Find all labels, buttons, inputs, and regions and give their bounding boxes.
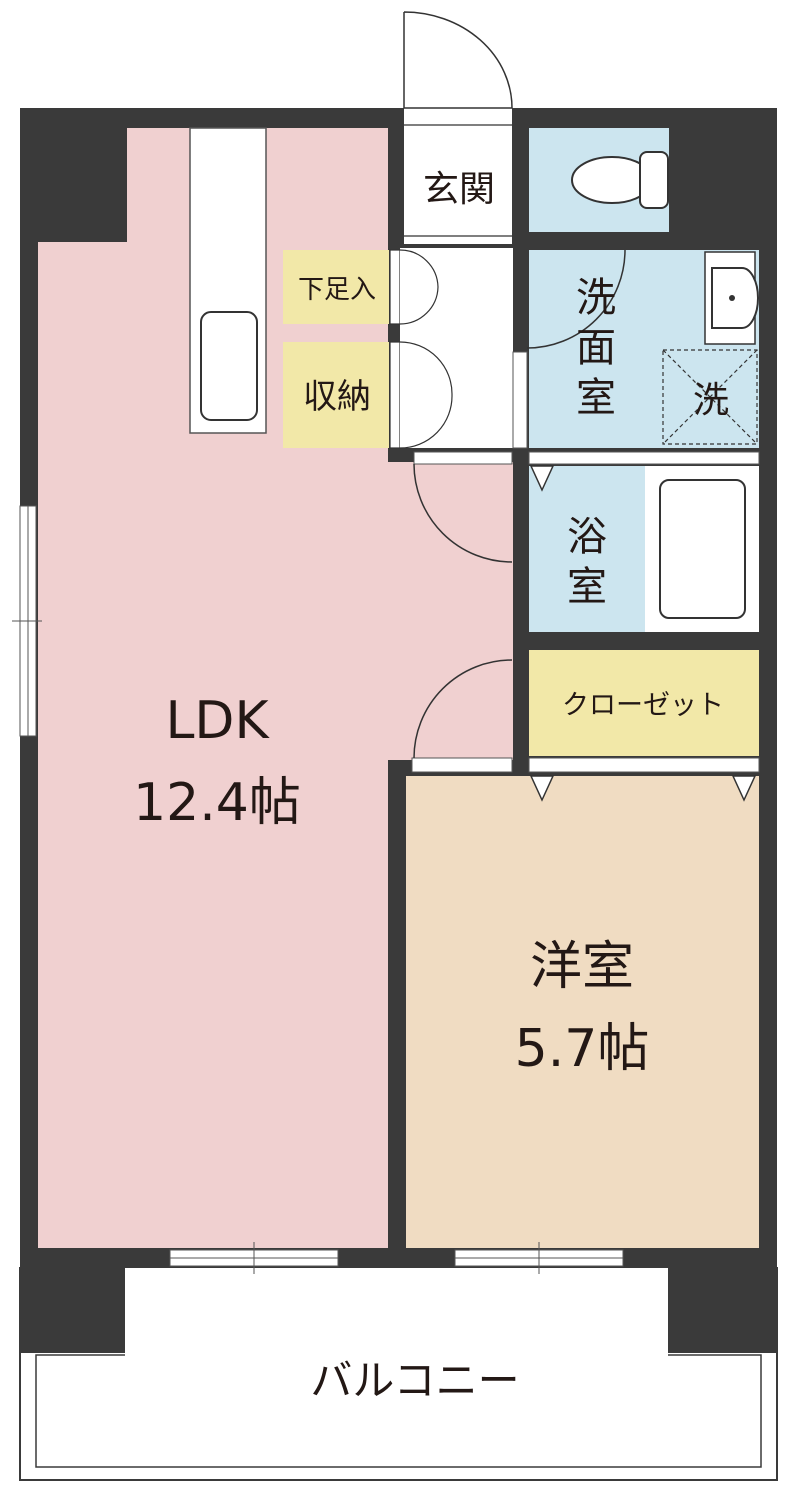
western-balcony-window bbox=[454, 1242, 624, 1274]
storage-room bbox=[283, 342, 389, 448]
closet bbox=[529, 650, 759, 756]
washer-space bbox=[662, 349, 758, 445]
sink-icon bbox=[704, 251, 759, 345]
shoe-box-label: 下足入 bbox=[298, 275, 376, 305]
western-room bbox=[406, 776, 759, 1248]
entrance-floor bbox=[404, 108, 512, 244]
ldk-balcony-window bbox=[169, 1242, 339, 1274]
shoe-box-door bbox=[389, 249, 401, 325]
west-window bbox=[12, 505, 42, 737]
toilet-icon bbox=[571, 151, 669, 209]
western-size: 5.7帖 bbox=[515, 1019, 650, 1079]
bath-label-1: 浴 bbox=[567, 514, 607, 560]
bath-triangle-marker bbox=[529, 465, 555, 492]
western-door-track bbox=[411, 757, 513, 773]
balcony-wall-left bbox=[20, 1268, 125, 1353]
washroom-door-swing bbox=[526, 249, 626, 349]
western-door-swing bbox=[413, 659, 513, 759]
kitchen-sink-icon bbox=[200, 311, 258, 421]
bath-label-2: 室 bbox=[567, 564, 607, 610]
closet-door-track bbox=[528, 757, 760, 773]
ldk-label: LDK bbox=[165, 691, 270, 751]
hall-floor bbox=[400, 248, 513, 448]
ldk-room bbox=[38, 128, 513, 1248]
washroom-label-3: 室 bbox=[576, 375, 616, 421]
shoe-box-door-swing bbox=[399, 249, 439, 325]
ldk-door-swing bbox=[413, 463, 513, 563]
storage-door bbox=[389, 341, 401, 449]
washroom-label-1: 洗 bbox=[576, 275, 616, 321]
closet-label: クローゼット bbox=[562, 690, 724, 721]
washroom-door-track bbox=[512, 351, 528, 449]
washroom-label-2: 面 bbox=[576, 325, 616, 371]
balcony-wall-right bbox=[668, 1268, 777, 1353]
ldk-size: 12.4帖 bbox=[133, 773, 301, 833]
closet-triangle-left bbox=[529, 775, 555, 802]
storage-door-swing bbox=[399, 341, 453, 449]
door-swing-icon bbox=[403, 11, 513, 109]
shoe-box bbox=[283, 250, 389, 324]
bath-door-track bbox=[528, 451, 760, 465]
washer-label: 洗 bbox=[693, 380, 729, 421]
closet-triangle-right bbox=[731, 775, 757, 802]
ldk-door-track bbox=[413, 451, 513, 465]
balcony-label: バルコニー bbox=[310, 1356, 519, 1405]
bathtub-icon bbox=[659, 479, 746, 619]
western-label: 洋室 bbox=[530, 937, 634, 997]
bathroom bbox=[529, 466, 645, 632]
entrance-label: 玄関 bbox=[423, 169, 495, 210]
storage-label: 収納 bbox=[303, 377, 371, 417]
balcony-floor bbox=[125, 1268, 668, 1356]
